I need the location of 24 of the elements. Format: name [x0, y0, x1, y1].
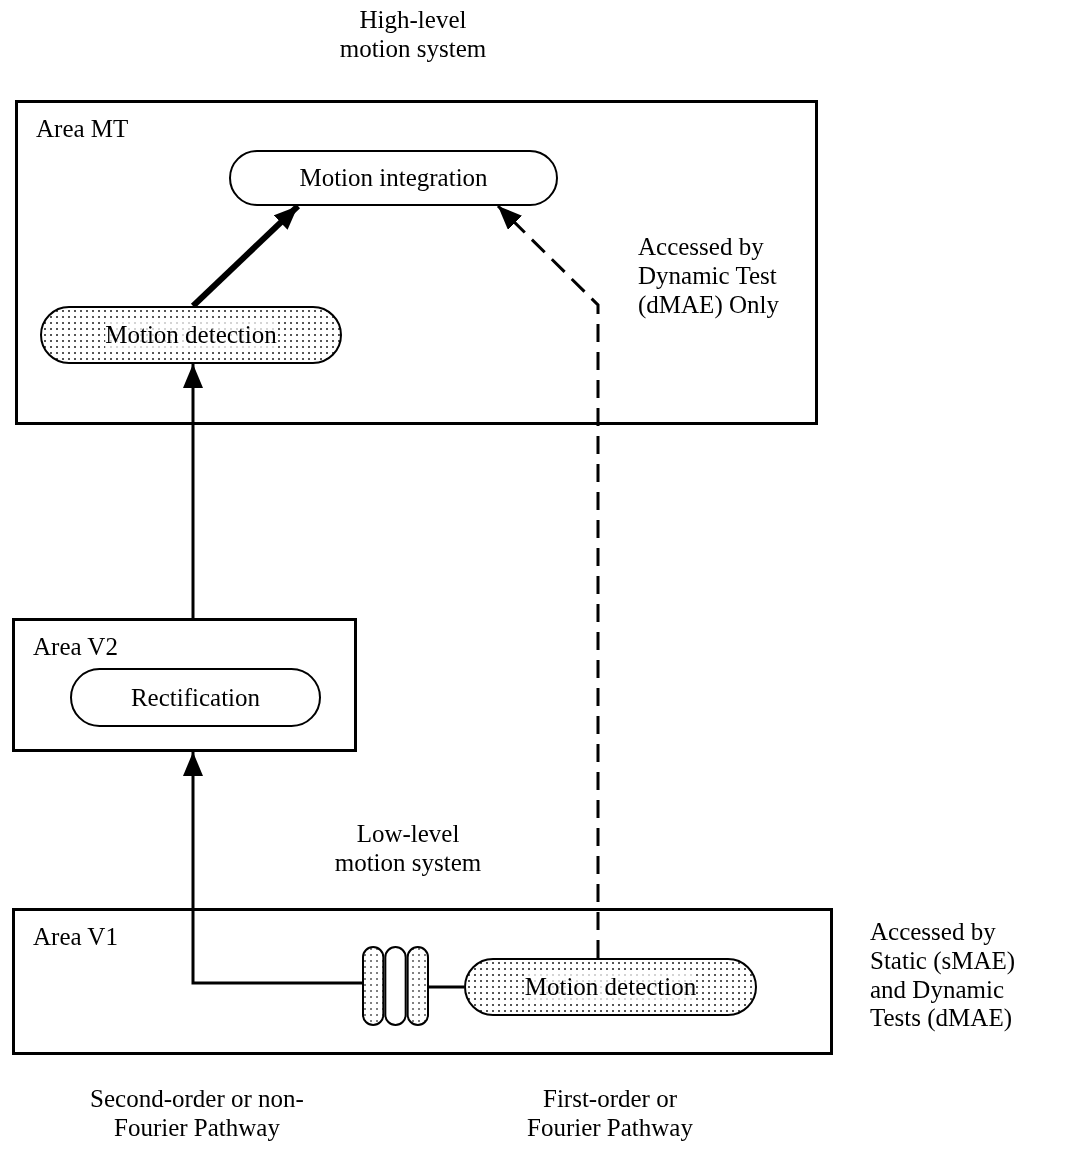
annotation-text: Second-order or non-Fourier Pathway: [89, 1085, 305, 1143]
arrow: [190, 203, 301, 309]
node-label: Motion integration: [299, 164, 488, 192]
process-pill: [464, 958, 757, 1016]
node-label: Motion detection: [524, 973, 697, 1001]
arrow: [496, 204, 600, 958]
process-pill: [229, 150, 558, 206]
annotation-text: High-level motion system: [338, 6, 488, 64]
node-label: Rectification: [130, 683, 261, 712]
arrow: [183, 752, 362, 985]
area-title: Area V2: [33, 633, 118, 661]
annotation-text: Accessed by Dynamic Test (dMAE) Only: [638, 233, 780, 320]
process-pill: [40, 306, 342, 364]
arrow: [183, 364, 203, 618]
filter-symbol: [362, 946, 429, 1026]
annotation-text: First-order or Fourier Pathway: [526, 1085, 694, 1143]
area-box: [12, 618, 357, 752]
area-title: Area MT: [36, 115, 129, 143]
annotation-text: Low-level motion system: [333, 820, 483, 878]
node-label: Motion detection: [105, 321, 277, 349]
annotation-text: Accessed by Static (sMAE) and Dynamic Tests (dMAE): [870, 918, 1017, 1033]
area-box: [15, 100, 818, 425]
area-title: Area V1: [33, 923, 118, 951]
area-box: [12, 908, 833, 1055]
